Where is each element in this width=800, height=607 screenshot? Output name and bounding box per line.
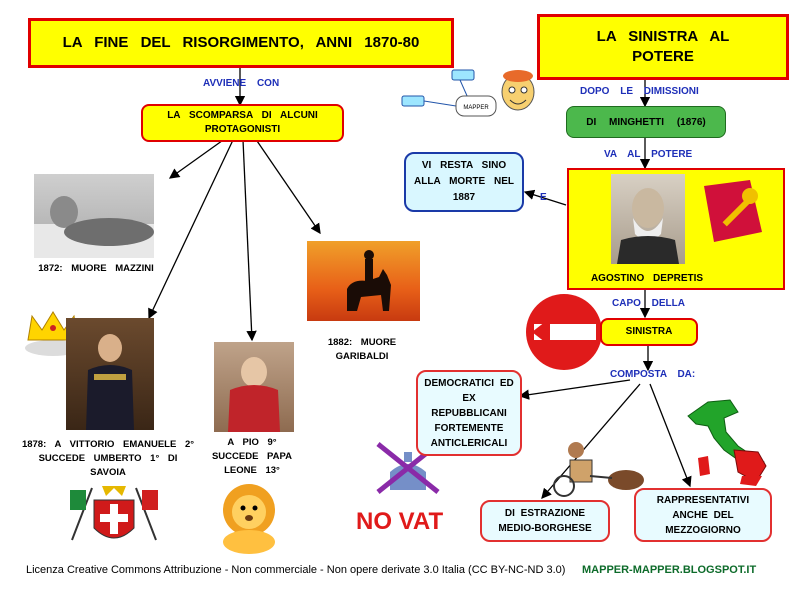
lion-icon [223,484,275,554]
sinistra-title-box: LA SINISTRA AL POTERE [537,14,789,80]
node-rappresentativi-mezzogiorno: RAPPRESENTATIVI ANCHE DEL MEZZOGIORNO [634,488,772,542]
node-resta-sino-morte: VI RESTA SINO ALLA MORTE NEL 1887 [404,152,524,212]
caption-depretis: AGOSTINO DEPRETIS [590,273,704,284]
link-composta-da: COMPOSTA DA: [610,369,696,380]
footer-license-text: Licenza Creative Commons Attribuzione - … [26,564,566,576]
minister-emblem-icon [704,180,762,242]
node-democratici: DEMOCRATICI ED EX REPUBBLICANI FORTEMENT… [416,370,522,456]
node-estrazione-medio-borghese: DI ESTRAZIONE MEDIO-BORGHESE [480,500,610,542]
link-e: E [540,192,547,203]
sinistra-title: LA SINISTRA AL POTERE [596,28,730,65]
main-title: LA FINE DEL RISORGIMENTO, ANNI 1870-80 [62,34,420,51]
ox-cart-cartoon-icon [553,442,644,497]
umberto-portrait-image [66,318,154,430]
caption-mazzini: 1872: MUORE MAZZINI [38,263,154,274]
link-va-al-potere: VA AL POTERE [604,149,693,160]
link-capo-della: CAPO DELLA [612,298,685,309]
node-scomparsa-protagonisti: LA SCOMPARSA DI ALCUNI PROTAGONISTI [141,104,344,142]
caption-vittorio-umberto: 1878: A VITTORIO EMANUELE 2° SUCCEDE UMB… [21,439,195,478]
garibaldi-statue-image [307,241,420,321]
depretis-portrait-image [611,174,685,264]
link-avviene-con: AVVIENE CON [203,78,280,89]
main-title-box: LA FINE DEL RISORGIMENTO, ANNI 1870-80 [28,18,454,68]
node-minghetti: DI MINGHETTI (1876) [566,106,726,138]
footer-site-link[interactable]: MAPPER-MAPPER.BLOGSPOT.IT [582,564,757,576]
mazzini-deathbed-image [34,174,154,258]
link-dopo-dimissioni: DOPO LE DIMISSIONI [580,86,699,97]
caption-pio-leone: A PIO 9° SUCCEDE PAPA LEONE 13° [211,437,293,476]
no-left-turn-sign-icon [526,294,602,370]
mapper-logo-text: MAPPER [463,105,489,111]
savoy-coat-of-arms-icon [70,486,158,541]
mapper-mascot-logo: MAPPER [401,69,535,117]
node-sinistra: SINISTRA [600,318,698,346]
pope-leone-portrait-image [214,342,294,432]
italy-map-icon [687,399,767,486]
caption-garibaldi: 1882: MUORE GARIBALDI [327,337,397,362]
no-vat-text: NO VAT [356,508,444,535]
